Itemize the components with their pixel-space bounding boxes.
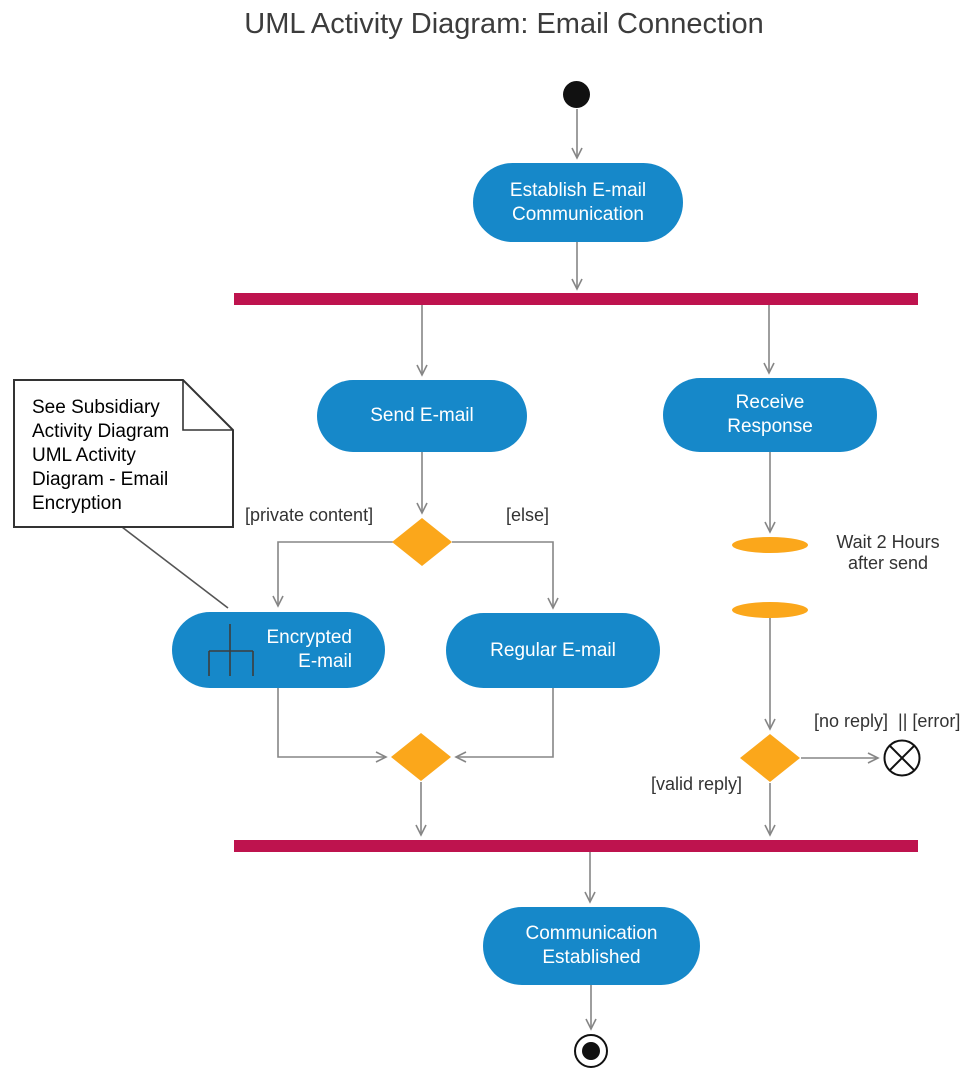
activity-label: Encrypted — [266, 627, 352, 648]
activity-label-group: Encrypted E-mail — [266, 612, 352, 688]
subactivity-rake-icon — [208, 624, 254, 676]
activity-establish-email-communication: Establish E-mail Communication — [473, 163, 683, 242]
activity-receive-response: Receive Response — [663, 378, 877, 452]
time-event-bottom-half — [732, 602, 808, 618]
wait-label: Wait 2 Hours after send — [831, 532, 945, 574]
note-text: See Subsidiary Activity Diagram UML Acti… — [32, 396, 169, 516]
activity-label: Established — [542, 947, 641, 968]
activity-label: Response — [727, 416, 813, 437]
activity-label: Communication — [512, 203, 644, 225]
wait-label-line2: after send — [847, 553, 929, 573]
activity-label: Regular E-mail — [490, 639, 616, 661]
note-line: UML Activity — [32, 445, 136, 466]
activity-label: Receive — [735, 392, 805, 413]
final-node-dot — [582, 1042, 600, 1060]
edge-label-private-content: [private content] — [245, 505, 374, 525]
wait-label-line1: Wait 2 Hours — [836, 532, 940, 552]
activity-label: Communication — [525, 923, 658, 944]
edge-label-valid-reply: [valid reply] — [651, 774, 743, 794]
note-connector — [121, 526, 229, 609]
note-line: Diagram - Email — [32, 469, 169, 490]
time-event-top-half — [732, 537, 808, 553]
note-line: Activity Diagram — [32, 421, 170, 442]
activity-label: Send E-mail — [370, 405, 474, 426]
join-bar — [234, 840, 918, 852]
diagram-title: UML Activity Diagram: Email Connection — [244, 8, 764, 40]
activity-encrypted-email: Encrypted E-mail — [172, 612, 385, 688]
activity-label: Establish E-mail — [509, 179, 647, 201]
edge-label-else: [else] — [506, 505, 550, 525]
activity-communication-established: Communication Established — [483, 907, 700, 985]
activity-regular-email: Regular E-mail — [446, 613, 660, 688]
flow-final-node — [883, 739, 921, 777]
activity-label: E-mail — [298, 651, 352, 672]
edge-label-no-reply-error: [no reply] || [error] — [814, 711, 961, 731]
activity-send-email: Send E-mail — [317, 380, 527, 452]
note-fold-corner — [182, 380, 233, 431]
note-line: Encryption — [32, 493, 122, 514]
final-node — [574, 1034, 608, 1068]
fork-bar — [234, 293, 918, 305]
initial-node — [563, 81, 590, 108]
note-line: See Subsidiary — [32, 397, 160, 418]
note-box — [13, 379, 234, 528]
